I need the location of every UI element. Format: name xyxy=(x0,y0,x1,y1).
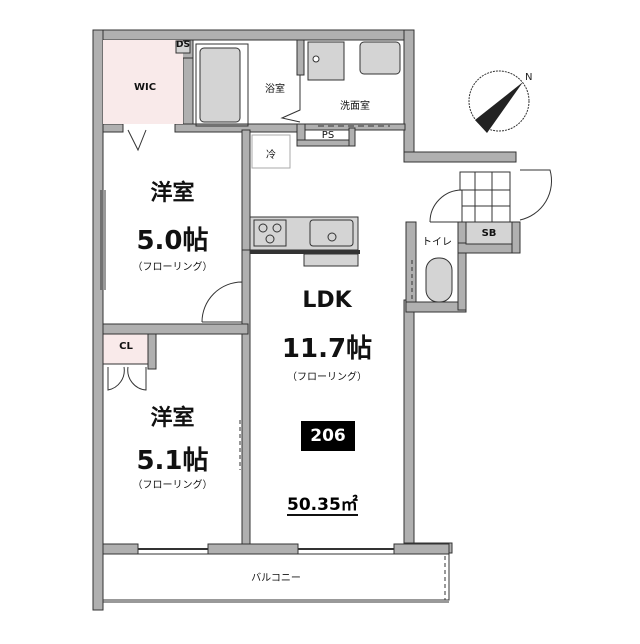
ldk-floor: （フローリング） xyxy=(287,372,367,383)
wall-right-upper xyxy=(403,29,415,161)
bedroom2-floor: （フローリング） xyxy=(132,480,213,491)
fridge-label: 冷 xyxy=(266,150,276,161)
svg-text:N: N xyxy=(525,72,532,83)
ldk-size: 11.7帖 xyxy=(281,334,373,364)
shoe-box-label: SB xyxy=(481,228,497,239)
bedroom2-size: 5.1帖 xyxy=(136,446,209,476)
north-arrow-icon: N xyxy=(468,70,532,133)
wic-label: WIC xyxy=(133,82,157,93)
balcony-label: バルコニー xyxy=(251,573,301,584)
wall-right-lower xyxy=(403,299,415,551)
closet-label: CL xyxy=(119,341,133,352)
ps-label: PS xyxy=(321,130,335,141)
unit-number-badge: 206 xyxy=(301,421,355,451)
wall-top xyxy=(92,29,414,41)
bath-label: 浴室 xyxy=(265,84,285,95)
washroom-label: 洗面室 xyxy=(340,101,370,112)
bedroom1-name: 洋室 xyxy=(150,181,195,206)
wall-left xyxy=(92,29,104,611)
bedroom1-floor: （フローリング） xyxy=(132,262,213,273)
toilet-label: トイレ xyxy=(422,237,452,248)
bedroom2-name: 洋室 xyxy=(150,406,195,431)
ds-label: DS xyxy=(176,40,190,50)
bedroom1-size: 5.0帖 xyxy=(136,226,209,256)
total-area: 50.35㎡ xyxy=(287,495,358,516)
ldk-name: LDK xyxy=(302,288,352,313)
